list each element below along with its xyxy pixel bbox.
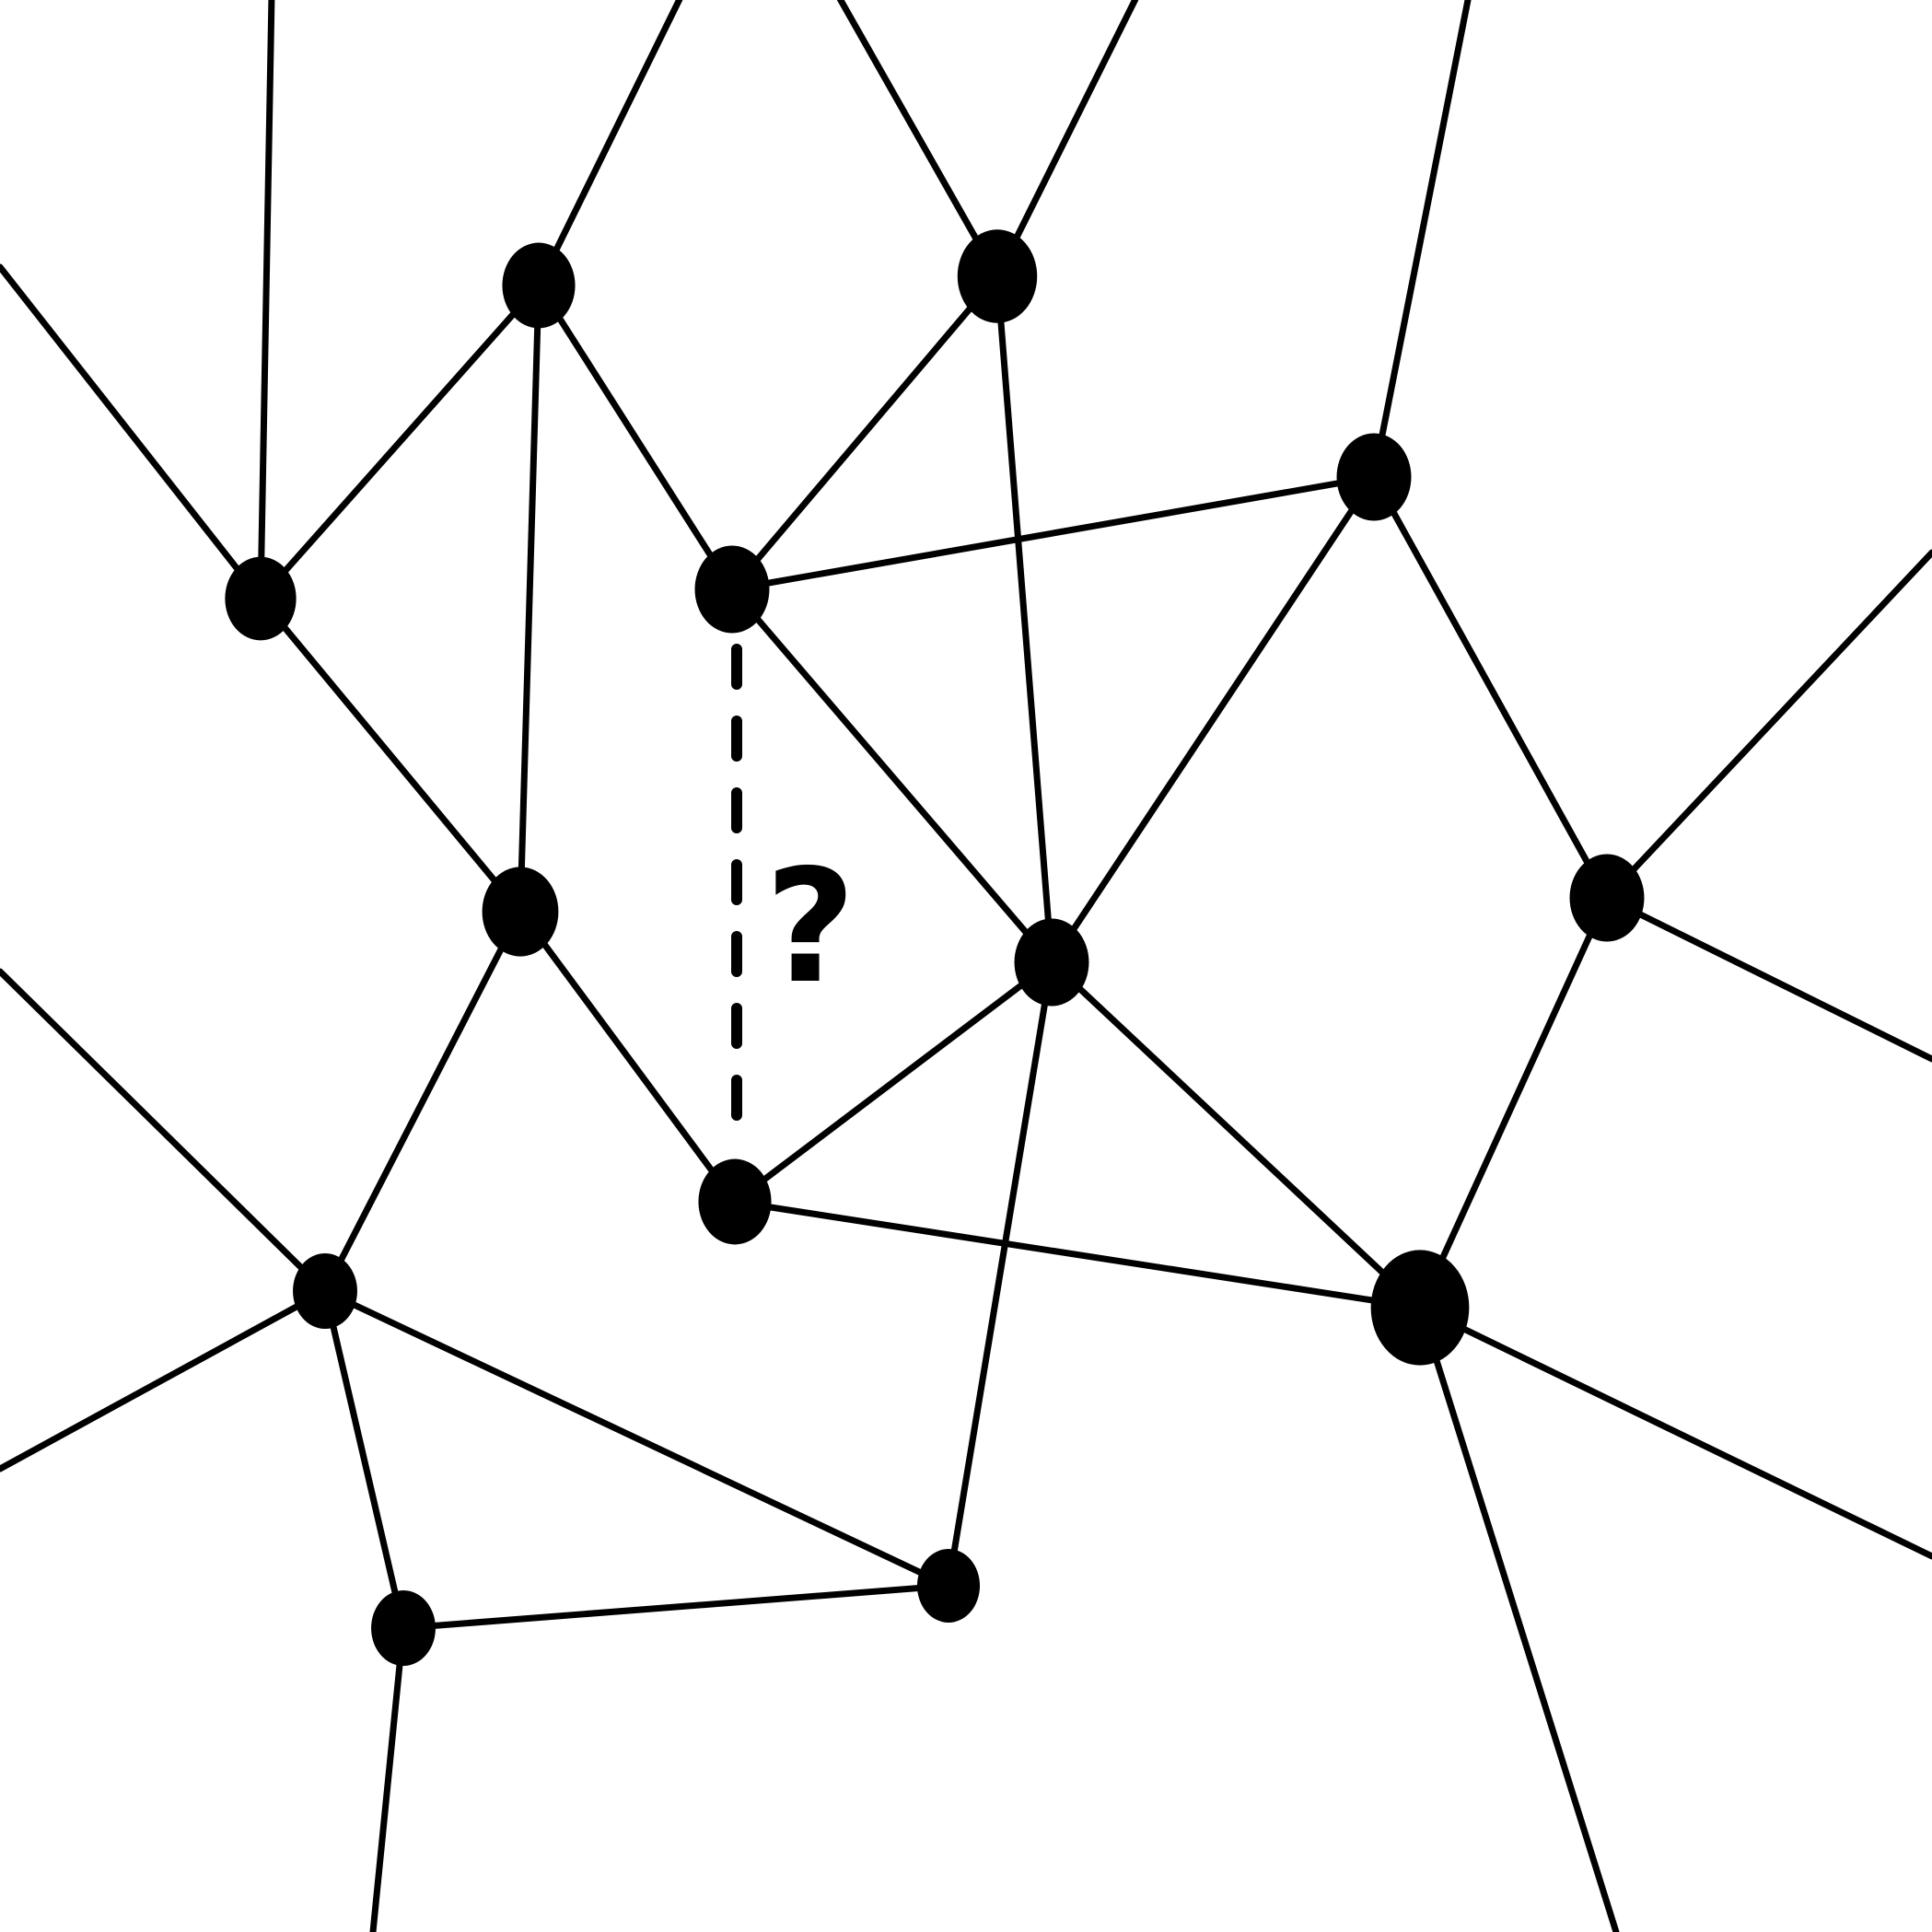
edge-node-11-node-13 — [321, 1287, 407, 1632]
edge-node-02-offpage-2 — [836, 0, 1001, 280]
edge-node-01-node-04 — [535, 282, 736, 593]
edge-node-12-node-13 — [400, 1582, 952, 1632]
node-08 — [1569, 854, 1645, 942]
edge-node-02-node-07 — [994, 273, 1055, 966]
node-11 — [293, 1252, 357, 1330]
edge-node-10-offpage-10 — [1416, 1304, 1620, 1932]
edge-node-05-offpage-6 — [1370, 0, 1472, 481]
node-03 — [225, 556, 297, 641]
edge-node-03-offpage-4 — [0, 263, 264, 602]
edge-node-01-node-03 — [257, 282, 542, 602]
nodes-layer — [225, 229, 1645, 1667]
edge-node-03-node-06 — [257, 595, 524, 915]
node-09 — [698, 1158, 772, 1245]
node-06 — [482, 867, 559, 957]
edge-node-10-offpage-9 — [1416, 1304, 1932, 1560]
node-01 — [502, 242, 576, 329]
edge-node-08-offpage-8 — [1603, 894, 1932, 1063]
node-04 — [694, 545, 770, 634]
edge-node-05-node-08 — [1370, 473, 1611, 902]
missing-link-annotation: ? — [731, 644, 856, 1134]
edge-node-06-node-09 — [517, 908, 739, 1205]
edge-node-11-node-12 — [321, 1287, 952, 1589]
missing-link-question-mark: ? — [765, 836, 856, 1018]
node-02 — [957, 229, 1038, 323]
edge-node-02-node-04 — [728, 273, 1001, 593]
edge-node-08-node-10 — [1416, 894, 1611, 1311]
edge-node-05-node-07 — [1048, 473, 1378, 966]
edge-node-03-offpage-5 — [257, 0, 275, 602]
edge-node-01-offpage-1 — [535, 0, 683, 289]
edge-node-04-node-05 — [728, 473, 1378, 593]
edge-node-07-node-10 — [1048, 959, 1424, 1311]
edge-node-08-offpage-7 — [1603, 549, 1932, 902]
edge-node-11-offpage-12 — [0, 1287, 329, 1472]
edge-node-09-node-10 — [731, 1198, 1424, 1311]
edge-node-01-node-06 — [517, 282, 542, 915]
edge-node-07-node-12 — [945, 959, 1055, 1589]
node-13 — [371, 1589, 436, 1667]
node-10 — [1370, 1250, 1470, 1366]
node-05 — [1336, 433, 1412, 521]
edge-node-11-offpage-11 — [0, 968, 329, 1295]
edge-node-13-offpage-13 — [369, 1624, 407, 1932]
edge-node-06-node-11 — [321, 908, 524, 1295]
edge-node-04-node-07 — [728, 586, 1055, 966]
node-07 — [1014, 918, 1089, 1007]
edge-node-02-offpage-3 — [994, 0, 1139, 280]
node-12 — [916, 1549, 981, 1623]
edge-node-07-node-09 — [731, 959, 1055, 1205]
